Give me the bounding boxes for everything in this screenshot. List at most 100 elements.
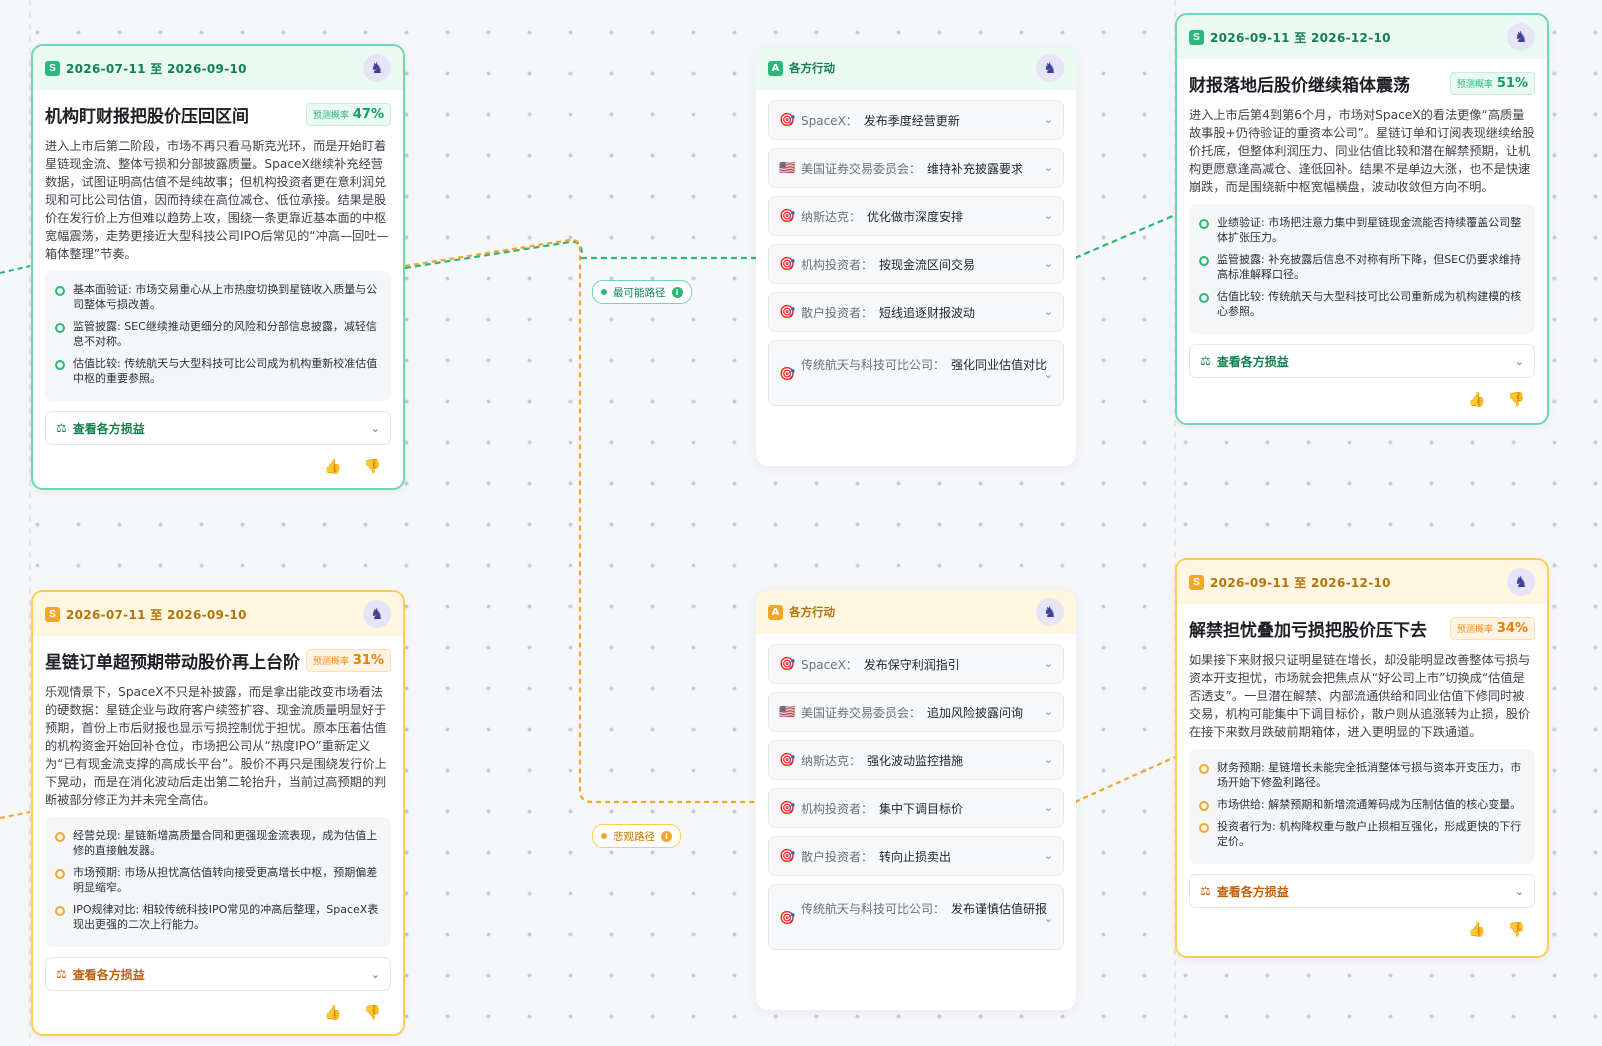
action-item[interactable]: 🇺🇸美国证券交易委员会：维持补充披露要求⌄: [768, 148, 1064, 188]
bullet-dot-icon: [55, 323, 65, 333]
action-item[interactable]: 🎯散户投资者：短线追逐财报波动⌄: [768, 292, 1064, 332]
scenario-card-top-left: S 2026-07-11 至 2026-09-10 ♞ 机构盯财报把股价压回区间…: [31, 44, 405, 490]
list-item-text: 市场预期: 市场从担忧高估值转向接受更高增长中枢，预期偏差明显缩窄。: [73, 866, 378, 894]
agent-avatar-icon: ♞: [1507, 23, 1535, 51]
list-item-text: 投资者行为: 机构降权重与散户止损相互强化，形成更快的下行定价。: [1217, 820, 1522, 848]
card-header: S 2026-07-11 至 2026-09-10 ♞: [33, 592, 403, 636]
probability-label: 预测概率: [1456, 80, 1493, 90]
panel-header: A 各方行动 ♞: [756, 590, 1076, 634]
list-item-text: 业绩验证: 市场把注意力集中到星链现金流能否持续覆盖公司整体扩张压力。: [1217, 216, 1522, 244]
target-icon: 🎯: [779, 304, 796, 320]
list-item-text: IPO规律对比: 相较传统科技IPO常见的冲高后整理，SpaceX表现出更强的二…: [73, 903, 379, 931]
stage-badge: S: [45, 60, 60, 76]
action-text: 追加风险披露问询: [927, 705, 1024, 720]
action-item[interactable]: 🎯纳斯达克：强化波动监控措施⌄: [768, 740, 1064, 780]
scenario-title: 机构盯财报把股价压回区间: [45, 107, 249, 127]
date-range: 2026-09-11 至 2026-12-10: [1210, 575, 1391, 590]
chevron-down-icon: ⌄: [1043, 368, 1053, 381]
action-item[interactable]: 🎯机构投资者：集中下调目标价⌄: [768, 788, 1064, 828]
thumbs-up-icon[interactable]: 👍: [1468, 922, 1486, 938]
info-icon[interactable]: i: [671, 286, 683, 298]
target-icon: 🎯: [779, 256, 796, 272]
balance-label: 查看各方损益: [72, 967, 145, 982]
info-icon[interactable]: i: [661, 830, 672, 842]
action-item[interactable]: 🎯 传统航天与科技可比公司： 发布谨慎估值研报⌄: [768, 884, 1064, 950]
action-item[interactable]: 🎯纳斯达克：优化做市深度安排⌄: [768, 196, 1064, 236]
action-item[interactable]: 🎯SpaceX：发布季度经营更新⌄: [768, 100, 1064, 140]
actor-name: 散户投资者：: [801, 849, 874, 864]
us-flag-icon: 🇺🇸: [779, 160, 796, 176]
date-range: 2026-07-11 至 2026-09-10: [66, 61, 247, 76]
scenario-title: 解禁担忧叠加亏损把股价压下去: [1189, 621, 1427, 641]
action-item[interactable]: 🇺🇸 美国证券交易委员会： 追加风险披露问询 ⌄: [768, 692, 1064, 732]
target-icon: 🎯: [779, 752, 796, 768]
us-flag-icon: 🇺🇸: [779, 704, 796, 720]
list-item: 业绩验证: 市场把注意力集中到星链现金流能否持续覆盖公司整体扩张压力。: [1199, 215, 1525, 245]
action-item[interactable]: 🎯机构投资者：按现金流区间交易⌄: [768, 244, 1064, 284]
action-text: 发布谨慎估值研报: [951, 902, 1048, 916]
thumbs-up-icon[interactable]: 👍: [324, 459, 342, 475]
stage-badge: S: [45, 606, 60, 622]
probability-value: 51%: [1496, 76, 1528, 91]
scenario-description: 乐观情景下，SpaceX不只是补披露，而是拿出能改变市场看法的硬数据：星链企业与…: [45, 685, 387, 807]
chevron-down-icon: ⌄: [370, 967, 380, 981]
actor-name: 传统航天与科技可比公司：: [801, 358, 946, 372]
scenario-description: 如果接下来财报只证明星链在增长，却没能明显改善整体亏损与资本开支担忧，市场就会把…: [1189, 653, 1531, 739]
view-stakeholder-payoffs-button[interactable]: ⚖ 查看各方损益 ⌄: [45, 411, 391, 445]
target-icon: 🎯: [779, 112, 796, 128]
key-points: 业绩验证: 市场把注意力集中到星链现金流能否持续覆盖公司整体扩张压力。 监管披露…: [1189, 204, 1535, 334]
thumbs-down-icon[interactable]: 👎: [363, 1005, 381, 1021]
view-stakeholder-payoffs-button[interactable]: ⚖ 查看各方损益 ⌄: [1189, 344, 1535, 378]
action-item[interactable]: 🎯SpaceX：发布保守利润指引⌄: [768, 644, 1064, 684]
scenario-card-bottom-left: S 2026-07-11 至 2026-09-10 ♞ 星链订单超预期带动股价再…: [31, 590, 405, 1036]
action-text: 短线追逐财报波动: [879, 305, 976, 320]
list-item-text: 估值比较: 传统航天与大型科技可比公司重新成为机构建模的核心参照。: [1217, 290, 1522, 318]
bullet-dot-icon: [55, 360, 65, 370]
likely-path-label[interactable]: 最可能路径 i: [592, 280, 692, 304]
chevron-down-icon: ⌄: [1514, 884, 1524, 898]
chevron-down-icon: ⌄: [1043, 912, 1053, 925]
actions-badge: A: [768, 604, 783, 620]
thumbs-down-icon[interactable]: 👎: [1507, 392, 1525, 408]
bullet-dot-icon: [55, 832, 65, 842]
list-item: 监管披露: SEC继续推动更细分的风险和分部信息披露，减轻信息不对称。: [55, 319, 381, 349]
thumbs-down-icon[interactable]: 👎: [1507, 922, 1525, 938]
chevron-down-icon: ⌄: [1043, 705, 1053, 718]
thumbs-down-icon[interactable]: 👎: [363, 459, 381, 475]
actor-name: SpaceX：: [801, 113, 858, 128]
probability-value: 47%: [352, 107, 384, 122]
view-stakeholder-payoffs-button[interactable]: ⚖ 查看各方损益 ⌄: [45, 957, 391, 991]
action-body: 传统航天与科技可比公司： 发布谨慎估值研报: [801, 897, 1047, 921]
feedback-actions: 👍 👎: [1177, 908, 1547, 938]
action-text: 集中下调目标价: [879, 801, 964, 816]
view-stakeholder-payoffs-button[interactable]: ⚖ 查看各方损益 ⌄: [1189, 874, 1535, 908]
bullet-dot-icon: [1199, 293, 1209, 303]
thumbs-up-icon[interactable]: 👍: [324, 1005, 342, 1021]
scenario-description: 进入上市后第4到第6个月，市场对SpaceX的看法更像“高质量故事股+仍待验证的…: [1189, 108, 1535, 194]
bullet-dot-icon: [1199, 764, 1209, 774]
panel-title: 各方行动: [789, 61, 835, 75]
scale-icon: ⚖: [56, 967, 67, 981]
target-icon: 🎯: [779, 656, 796, 672]
thumbs-up-icon[interactable]: 👍: [1468, 392, 1486, 408]
actor-name: 纳斯达克：: [801, 209, 862, 224]
card-header: S 2026-09-11 至 2026-12-10 ♞: [1177, 560, 1547, 604]
action-text: 转向止损卖出: [879, 849, 952, 864]
agent-avatar-icon: ♞: [1507, 568, 1535, 596]
target-icon: 🎯: [779, 911, 796, 926]
actor-name: 传统航天与科技可比公司：: [801, 902, 946, 916]
pessimistic-path-label[interactable]: 悲观路径 i: [592, 824, 681, 848]
list-item: 经营兑现: 星链新增高质量合同和更强现金流表现，成为估值上修的直接触发器。: [55, 828, 381, 858]
scale-icon: ⚖: [56, 421, 67, 435]
list-item-text: 基本面验证: 市场交易重心从上市热度切换到星链收入质量与公司整体亏损改善。: [73, 283, 378, 311]
action-item[interactable]: 🎯散户投资者：转向止损卖出⌄: [768, 836, 1064, 876]
action-item[interactable]: 🎯传统航天与科技可比公司：强化同业估值对比⌄: [768, 340, 1064, 406]
panel-title: 各方行动: [789, 605, 835, 619]
actor-name: 美国证券交易委员会：: [801, 705, 922, 720]
scenario-title: 星链订单超预期带动股价再上台阶: [45, 653, 300, 673]
key-points: 基本面验证: 市场交易重心从上市热度切换到星链收入质量与公司整体亏损改善。 监管…: [45, 271, 391, 401]
